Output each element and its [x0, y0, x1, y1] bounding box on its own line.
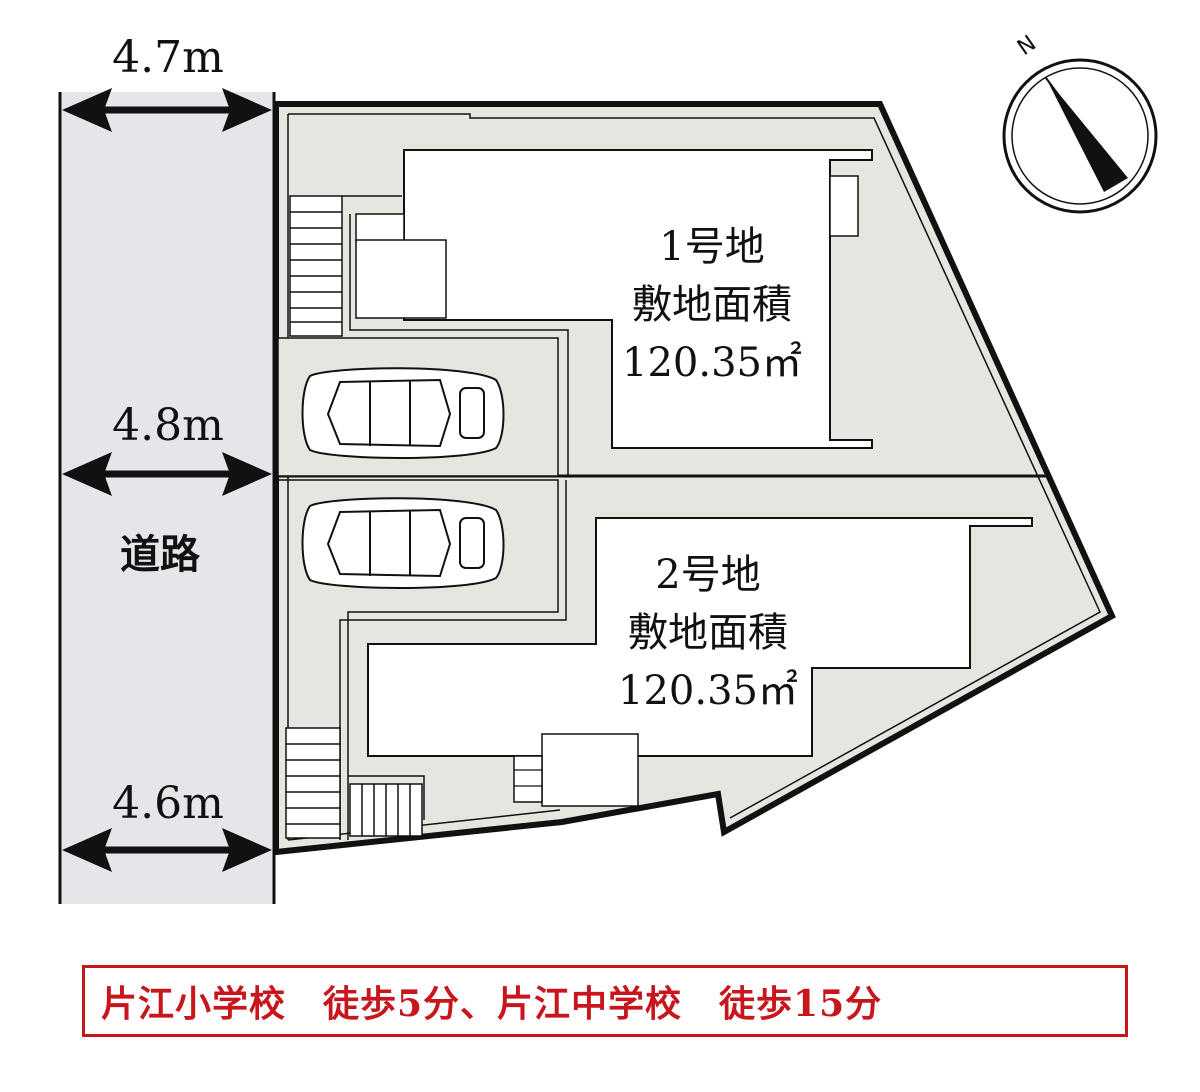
- lot1-stairs: [289, 195, 343, 337]
- parking-bay-2-outline: [278, 479, 559, 840]
- lot1-number: 1号地: [659, 224, 764, 270]
- school-info-box: 片江小学校 徒歩5分、片江中学校 徒歩15分: [82, 965, 1128, 1037]
- road-width-arrow-bottom: [62, 828, 272, 872]
- north-label: N: [1013, 31, 1041, 61]
- road-area: [60, 92, 274, 904]
- lot1-balcony-unit: [829, 175, 859, 237]
- lot1-entrance: [355, 239, 447, 319]
- lot1-entrance-porch: [355, 213, 405, 243]
- school-access-text: 片江小学校 徒歩5分、片江中学校 徒歩15分: [101, 983, 883, 1025]
- lot1-area: 120.35㎡: [622, 340, 802, 386]
- lot2-stairs: [285, 727, 423, 839]
- lot2-area: 120.35㎡: [618, 668, 798, 714]
- lot2-number: 2号地: [655, 552, 760, 598]
- road-width-arrow-middle: [62, 452, 272, 496]
- north-compass-icon: [1002, 58, 1158, 214]
- lot2-entrance: [541, 733, 639, 807]
- lot2-building: [367, 517, 1033, 757]
- car-icon: [301, 367, 505, 459]
- lot2-area-label: 敷地面積: [628, 610, 788, 656]
- road-width-top: 4.7m: [112, 32, 224, 83]
- site-plan: 4.7m 4.8m 4.6m 道路: [58, 31, 1158, 904]
- lot1-area-label: 敷地面積: [632, 282, 792, 328]
- lot1-building: [403, 149, 873, 449]
- lot2-steps-small: [513, 755, 543, 803]
- site-inner-boundary: [288, 113, 1101, 819]
- car-icon: [301, 497, 505, 589]
- lot2-walkway: [348, 775, 425, 820]
- road-label: 道路: [120, 531, 201, 578]
- road-width-bottom: 4.6m: [112, 778, 224, 829]
- lot1-walkway: [349, 214, 569, 476]
- road-width-middle: 4.8m: [112, 400, 224, 451]
- road-width-arrow-top: [62, 88, 272, 132]
